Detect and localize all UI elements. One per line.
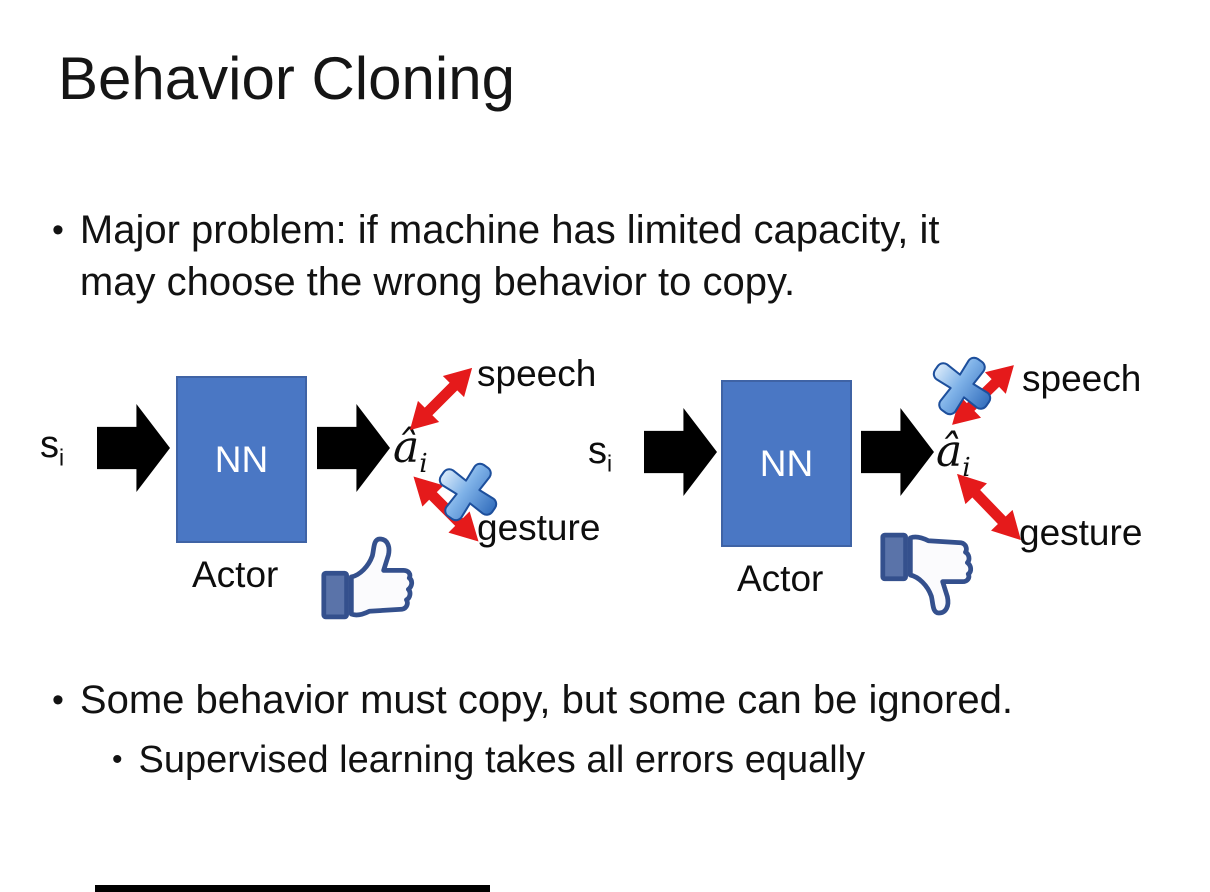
gesture-label: gesture (1019, 512, 1143, 553)
cross-out-icon (932, 356, 992, 416)
state-symbol: s (588, 430, 607, 472)
bullet-marker: • (112, 743, 123, 776)
action-output-label: âi (393, 422, 428, 476)
action-symbol: â (393, 422, 420, 473)
state-subscript: i (607, 450, 613, 477)
thumbs-up-icon (321, 536, 415, 620)
bullet-marker: • (52, 681, 64, 719)
state-input-label: si (40, 424, 64, 469)
action-output-label: âi (936, 426, 971, 480)
actor-label: Actor (737, 558, 824, 599)
bullet-some-behavior: • Some behavior must copy, but some can … (52, 674, 1013, 726)
action-subscript: i (419, 447, 428, 479)
sub-bullet-supervised: • Supervised learning takes all errors e… (112, 736, 865, 785)
bullet-major-problem-text: Major problem: if machine has limited ca… (79, 208, 940, 304)
cross-out-icon (438, 462, 498, 522)
nn-label: NN (759, 442, 814, 484)
cropped-bottom-bar (95, 885, 490, 892)
gesture-label: gesture (477, 507, 601, 548)
bullet-major-problem: • Major problem: if machine has limited … (52, 204, 1032, 308)
flow-arrow-icon (644, 408, 717, 496)
state-symbol: s (40, 424, 59, 466)
flow-arrow-icon (317, 404, 390, 492)
nn-label: NN (214, 438, 269, 480)
page-title: Behavior Cloning (58, 45, 515, 112)
speech-label: speech (1022, 358, 1142, 399)
sub-bullet-supervised-text: Supervised learning takes all errors equ… (138, 739, 866, 781)
speech-label: speech (477, 353, 597, 394)
flow-arrow-icon (861, 408, 934, 496)
state-input-label: si (588, 430, 612, 475)
nn-box: NN (176, 376, 307, 543)
action-subscript: i (962, 451, 971, 483)
nn-box: NN (721, 380, 852, 547)
flow-arrow-icon (97, 404, 170, 492)
action-symbol: â (936, 426, 963, 477)
bullet-some-behavior-text: Some behavior must copy, but some can be… (79, 678, 1014, 722)
state-subscript: i (59, 444, 65, 471)
actor-label: Actor (192, 554, 279, 595)
speech-double-arrow-icon (399, 357, 482, 440)
thumbs-down-icon (880, 532, 974, 616)
bullet-marker: • (52, 211, 64, 249)
